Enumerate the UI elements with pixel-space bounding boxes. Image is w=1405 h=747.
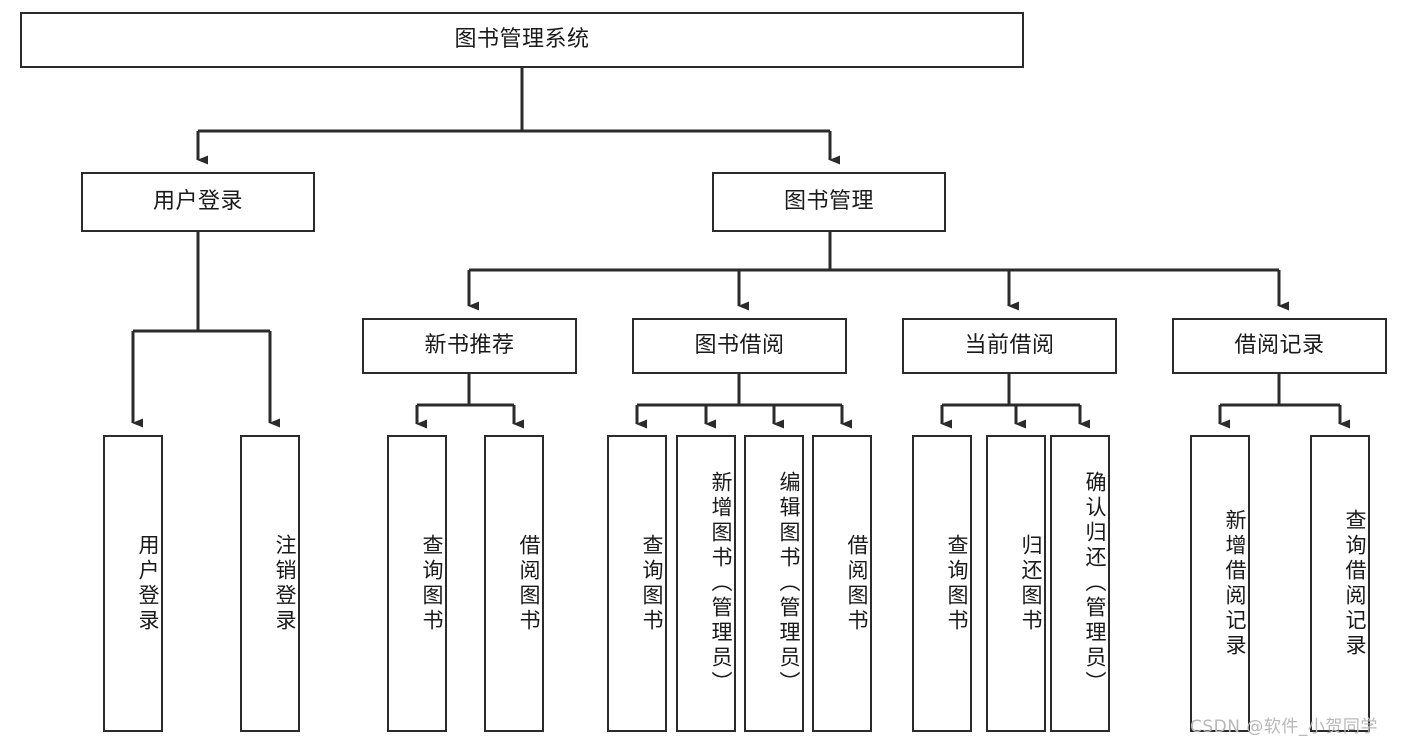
- node-leaf-add-record[interactable]: 新增借阅记录: [1190, 435, 1250, 732]
- node-leaf-add-book[interactable]: 新增图书（管理员）: [676, 435, 736, 732]
- node-leaf-user-login[interactable]: 用户登录: [103, 435, 163, 732]
- node-leaf-borrow-books-1[interactable]: 借阅图书: [484, 435, 544, 732]
- node-root[interactable]: 图书管理系统: [20, 12, 1024, 68]
- node-current-borrow[interactable]: 当前借阅: [902, 318, 1117, 374]
- leaf-label: 查询图书: [945, 533, 969, 634]
- watermark: CSDN @软件_小贺同学: [1190, 717, 1378, 737]
- node-book-management[interactable]: 图书管理: [712, 172, 946, 232]
- leaf-label: 新增借阅记录: [1223, 508, 1247, 659]
- leaf-label: 归还图书: [1019, 533, 1043, 634]
- node-leaf-user-logout[interactable]: 注销登录: [240, 435, 300, 732]
- node-borrow-records[interactable]: 借阅记录: [1172, 318, 1387, 374]
- leaf-label: 查询图书: [640, 533, 664, 634]
- node-leaf-confirm-return[interactable]: 确认归还（管理员）: [1050, 435, 1110, 732]
- leaf-label: 新增图书（管理员）: [709, 471, 733, 696]
- node-leaf-return-book[interactable]: 归还图书: [986, 435, 1046, 732]
- leaf-label: 用户登录: [136, 533, 160, 634]
- node-leaf-query-record[interactable]: 查询借阅记录: [1310, 435, 1370, 732]
- node-leaf-query-books-3[interactable]: 查询图书: [912, 435, 972, 732]
- leaf-label: 查询图书: [420, 533, 444, 634]
- node-leaf-edit-book[interactable]: 编辑图书（管理员）: [744, 435, 804, 732]
- node-new-book-recommend[interactable]: 新书推荐: [362, 318, 577, 374]
- node-leaf-borrow-books-2[interactable]: 借阅图书: [812, 435, 872, 732]
- leaf-label: 借阅图书: [845, 533, 869, 634]
- leaf-label: 查询借阅记录: [1343, 508, 1367, 659]
- leaf-label: 确认归还（管理员）: [1083, 471, 1107, 696]
- node-leaf-query-books-1[interactable]: 查询图书: [387, 435, 447, 732]
- node-leaf-query-books-2[interactable]: 查询图书: [607, 435, 667, 732]
- node-book-borrow[interactable]: 图书借阅: [632, 318, 847, 374]
- node-user-login[interactable]: 用户登录: [81, 172, 315, 232]
- leaf-label: 借阅图书: [517, 533, 541, 634]
- leaf-label: 编辑图书（管理员）: [777, 471, 801, 696]
- leaf-label: 注销登录: [273, 533, 297, 634]
